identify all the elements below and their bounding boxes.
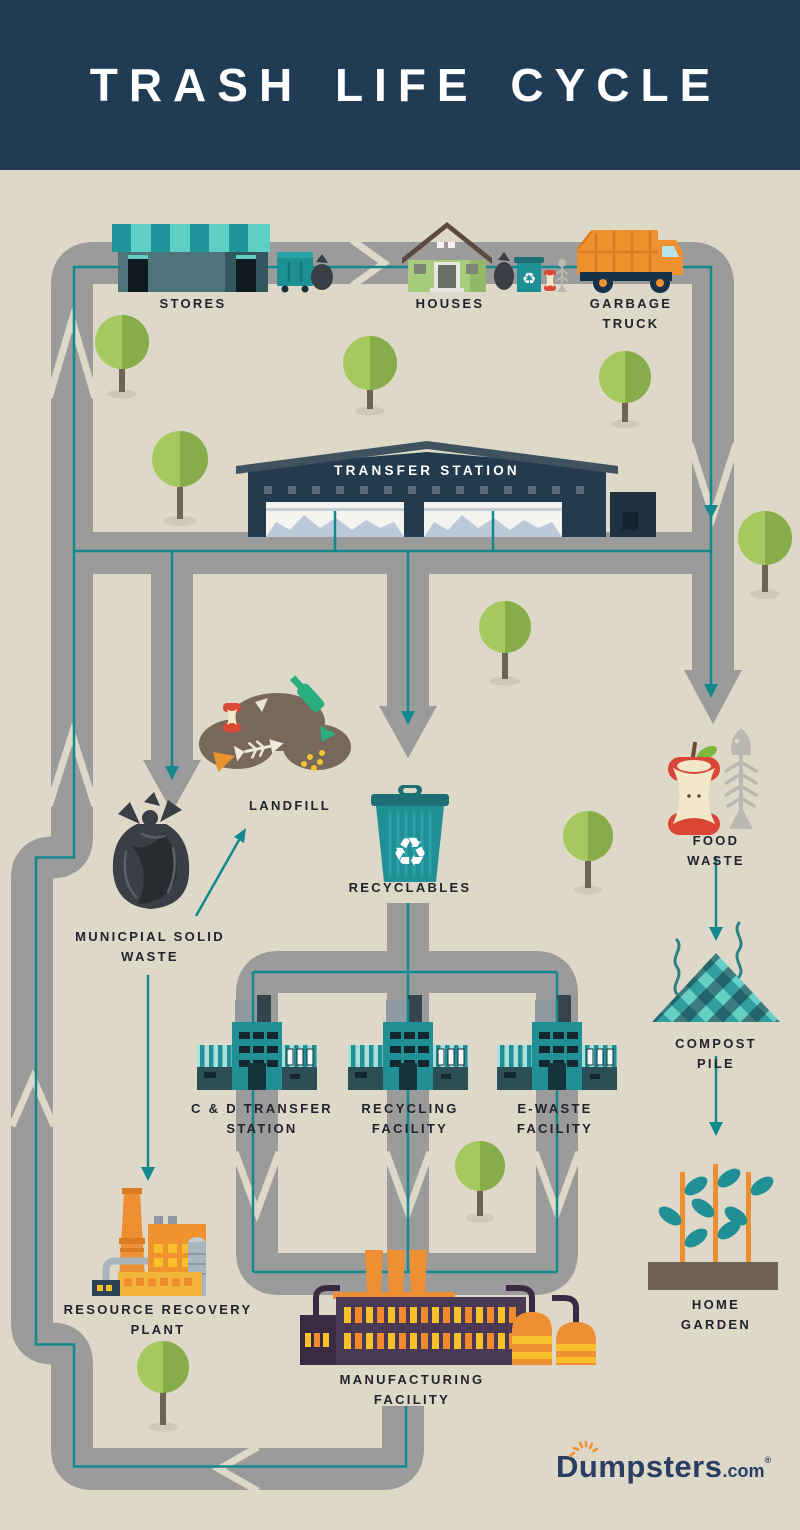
crumbs-icon xyxy=(301,750,325,771)
chevron-up-1 xyxy=(45,307,99,399)
label-resource-recovery-plant: RESOURCE RECOVERY PLANT xyxy=(63,1302,253,1338)
tree xyxy=(738,511,792,599)
logo-brand-text: Dumpsters xyxy=(556,1449,723,1484)
facility-buildings xyxy=(197,995,617,1090)
label-municipal-solid-waste: MUNICPIAL SOLID WASTE xyxy=(75,929,225,965)
apple-core-icon xyxy=(668,741,720,835)
arrowhead-recyclables xyxy=(379,706,437,758)
label-houses: HOUSES xyxy=(415,296,485,311)
trash-bag-icon xyxy=(112,792,190,909)
fishbone-tiny-icon xyxy=(555,259,569,292)
transfer-station-building xyxy=(236,441,656,537)
landfill-pile xyxy=(199,675,351,772)
recycling-facility-building xyxy=(348,995,468,1090)
flow-lines xyxy=(34,265,718,1468)
header-banner: TRASH LIFE CYCLE xyxy=(0,0,800,170)
houses-building: ♻ xyxy=(402,222,569,292)
sunburst-icon xyxy=(568,1440,599,1458)
chevron-right-top xyxy=(349,237,390,289)
trash-bag-small-icon xyxy=(311,254,333,290)
label-home-garden: HOME GARDEN xyxy=(680,1297,752,1333)
label-landfill: LANDFILL xyxy=(249,798,331,813)
flow-arrowheads xyxy=(141,505,723,1181)
fishbone-icon xyxy=(724,728,758,829)
apple-core-small-icon xyxy=(223,703,241,732)
food-waste-icons xyxy=(668,728,758,835)
stores-building xyxy=(112,224,333,293)
label-stores: STORES xyxy=(159,296,227,311)
road-main-loop xyxy=(11,242,734,1490)
fishbone-small-icon xyxy=(233,739,284,762)
chevron-up-2 xyxy=(45,722,99,808)
chevron-left-bottom xyxy=(211,1443,260,1495)
teal-main-loop xyxy=(34,265,713,1468)
apple-core-tiny-icon xyxy=(544,270,556,291)
arrowhead-food-waste xyxy=(684,670,742,724)
tree xyxy=(455,1141,505,1223)
tree xyxy=(137,1341,189,1432)
tree xyxy=(343,336,397,416)
logo-registered-mark: ® xyxy=(764,1455,772,1465)
dumpsters-logo: Dumpsters.com® xyxy=(556,1440,772,1485)
tree xyxy=(599,351,651,429)
label-recyclables: RECYCLABLES xyxy=(348,880,472,895)
white-scrap-icon xyxy=(255,698,268,712)
dumpster-icon xyxy=(277,252,313,293)
label-manufacturing-facility: MANUFACTURING FACILITY xyxy=(339,1372,485,1408)
orange-scrap-icon xyxy=(213,752,235,772)
tree xyxy=(95,315,149,399)
ewaste-facility-building xyxy=(497,995,617,1090)
steam-icon xyxy=(735,921,743,979)
recycling-bin-small-icon: ♻ xyxy=(514,257,544,292)
svg-text:♻: ♻ xyxy=(522,269,536,288)
trash-bag-small-icon xyxy=(494,252,514,290)
compost-pile-icon xyxy=(652,921,780,1022)
teal-msw-landfill xyxy=(194,839,241,917)
label-compost-pile: COMPOST PILE xyxy=(675,1036,757,1072)
label-recycling-facility: RECYCLING FACILITY xyxy=(361,1101,459,1137)
recycling-bin-icon: ♻ xyxy=(371,785,449,882)
label-garbage-truck: GARBAGE TRUCK xyxy=(589,296,673,332)
home-garden-icon xyxy=(648,1164,778,1290)
cd-transfer-station-building xyxy=(197,995,317,1090)
steam-icon xyxy=(673,938,681,996)
garbage-truck-icon xyxy=(577,230,683,293)
label-ewaste-facility: E-WASTE FACILITY xyxy=(516,1101,594,1137)
green-scrap-icon xyxy=(320,726,336,742)
label-transfer-station: TRANSFER STATION xyxy=(334,463,520,478)
trees xyxy=(95,315,792,1432)
tree xyxy=(152,431,208,526)
tree xyxy=(563,811,613,895)
road-arrowheads xyxy=(143,670,742,812)
chevron-down-right xyxy=(686,442,740,528)
tree xyxy=(479,601,531,686)
recycle-symbol-icon: ♻ xyxy=(392,830,428,876)
manufacturing-facility-building xyxy=(300,1250,596,1365)
logo-suffix-text: .com xyxy=(722,1461,765,1481)
label-food-waste: FOOD WASTE xyxy=(687,833,745,869)
page-title: TRASH LIFE CYCLE xyxy=(89,59,722,111)
resource-recovery-plant-building xyxy=(92,1188,206,1296)
label-cd-transfer-station: C & D TRANSFER STATION xyxy=(191,1101,333,1137)
bottle-icon xyxy=(290,675,325,712)
chevron-up-3 xyxy=(8,1069,58,1128)
flow-line-overlays xyxy=(251,511,559,1023)
chevron-down-cd xyxy=(231,1150,283,1223)
arrowhead-msw xyxy=(143,760,201,812)
